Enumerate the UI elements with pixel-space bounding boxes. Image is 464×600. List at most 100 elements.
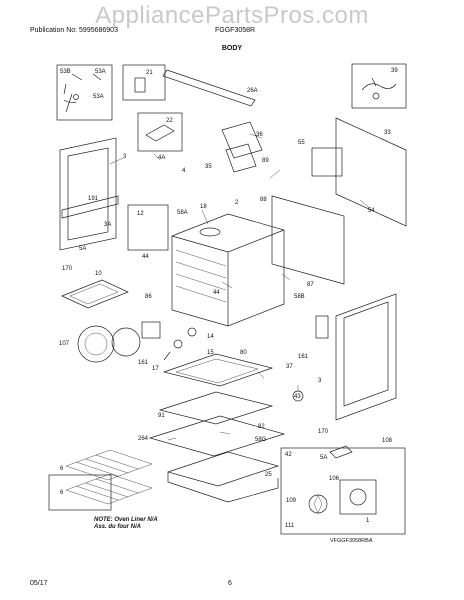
- label-4A: 4A: [158, 155, 165, 161]
- label-3A: 3A: [104, 222, 111, 228]
- label-4: 4: [182, 168, 186, 174]
- part-170: [329, 445, 353, 459]
- side-panel-88: [271, 195, 345, 285]
- callout-box-108: [280, 447, 406, 535]
- label-42: 42: [285, 452, 292, 458]
- part-15: [173, 339, 183, 349]
- label-43: 43: [294, 394, 301, 400]
- label-21: 21: [146, 70, 153, 76]
- label-87: 87: [307, 282, 314, 288]
- label-5A: 5A: [320, 455, 327, 461]
- label-37: 37: [286, 364, 293, 370]
- label-25: 25: [265, 472, 272, 478]
- label-107: 107: [59, 341, 70, 347]
- label-44-left: 44: [142, 254, 149, 260]
- trim-3A: [61, 195, 119, 219]
- label-91: 91: [158, 413, 165, 419]
- label-14: 14: [207, 334, 214, 340]
- bottom-panel: [162, 353, 274, 387]
- label-161-left: 161: [138, 360, 149, 366]
- wire-39: [361, 77, 397, 91]
- label-80: 80: [240, 350, 247, 356]
- door-3: [335, 293, 397, 421]
- broiler-pan-10: [61, 279, 129, 309]
- label-58A: 58A: [177, 210, 188, 216]
- watermark: AppliancePartsPros.com: [95, 2, 369, 29]
- label-17: 17: [152, 366, 159, 372]
- rail-26A: [162, 69, 256, 107]
- label-33: 33: [384, 130, 391, 136]
- label-82: 82: [258, 424, 265, 430]
- bracket-82: [158, 391, 274, 425]
- drawer-25: [166, 451, 280, 487]
- oven-cavity-edges: [171, 229, 285, 326]
- label-89: 89: [262, 158, 269, 164]
- part-14-block: [141, 321, 161, 339]
- label-3-right: 3: [318, 378, 322, 384]
- footer-date: 05/17: [30, 580, 48, 587]
- label-36: 36: [256, 132, 263, 138]
- back-panel-33: [335, 117, 407, 227]
- note-line-1: NOTE: Oven Liner N/A: [94, 517, 158, 523]
- label-22: 22: [166, 118, 173, 124]
- motor-108-hub: [349, 488, 367, 506]
- part-21: [134, 77, 146, 93]
- callout-box-21: [122, 64, 166, 101]
- part-14: [187, 327, 197, 337]
- label-54: 54: [368, 208, 375, 214]
- ring-101: [111, 327, 141, 357]
- fan-107: [77, 325, 115, 363]
- label-2: 2: [235, 200, 239, 206]
- note-line-2: Ass. du four N/A: [94, 524, 142, 530]
- wire-harness-53: [63, 73, 102, 113]
- label-86: 86: [145, 294, 152, 300]
- oven-racks-6: [65, 449, 153, 505]
- side-panel-191-inner: [67, 147, 109, 241]
- door-3-window: [343, 301, 389, 407]
- label-111: 111: [285, 523, 295, 529]
- label-170: 170: [318, 429, 329, 435]
- label-88: 88: [260, 197, 267, 203]
- label-35: 35: [205, 164, 212, 170]
- vent-35: [225, 143, 257, 173]
- fan-blade-109-vanes: [313, 494, 323, 514]
- part-17: [163, 351, 171, 361]
- broiler-grid-10: [69, 283, 119, 305]
- publication-number: Publication No: 5995686903: [30, 27, 118, 34]
- label-3-top: 3: [123, 154, 127, 160]
- oven-liner-note: NOTE: Oven Liner N/A Ass. du four N/A: [94, 517, 158, 531]
- label-1: 1: [366, 518, 370, 524]
- label-5A-left: 5A: [79, 246, 86, 252]
- label-58B: 58B: [294, 294, 305, 300]
- label-170-left: 170: [62, 266, 73, 272]
- callout-box-12: [127, 204, 169, 251]
- connector-39: [372, 92, 380, 100]
- callout-box-53: [56, 64, 113, 121]
- motor-108: [339, 479, 377, 515]
- igniter-53: [73, 94, 79, 100]
- label-15: 15: [207, 350, 214, 356]
- label-18: 18: [200, 204, 207, 210]
- label-39: 39: [391, 68, 398, 74]
- callout-box-6: [48, 474, 112, 511]
- burner-port: [199, 227, 221, 237]
- label-6-top: 6: [60, 466, 64, 472]
- oven-liner-grid: [175, 249, 227, 303]
- label-53A: 53A: [93, 94, 104, 100]
- callout-box-22: [137, 112, 183, 152]
- label-6-bottom: 6: [60, 490, 64, 496]
- label-264: 264: [138, 436, 149, 442]
- bottom-panel-inner: [175, 358, 259, 384]
- part-55: [311, 147, 343, 177]
- fan-107-inner: [84, 332, 108, 356]
- label-12: 12: [137, 211, 144, 217]
- label-109: 109: [286, 498, 297, 504]
- diagram-code: VFGGF3058RBA: [330, 538, 373, 544]
- label-26A: 26A: [247, 88, 258, 94]
- label-44: 44: [213, 290, 220, 296]
- leader-lines: [109, 133, 373, 441]
- label-106: 106: [329, 476, 340, 482]
- label-161: 161: [298, 354, 309, 360]
